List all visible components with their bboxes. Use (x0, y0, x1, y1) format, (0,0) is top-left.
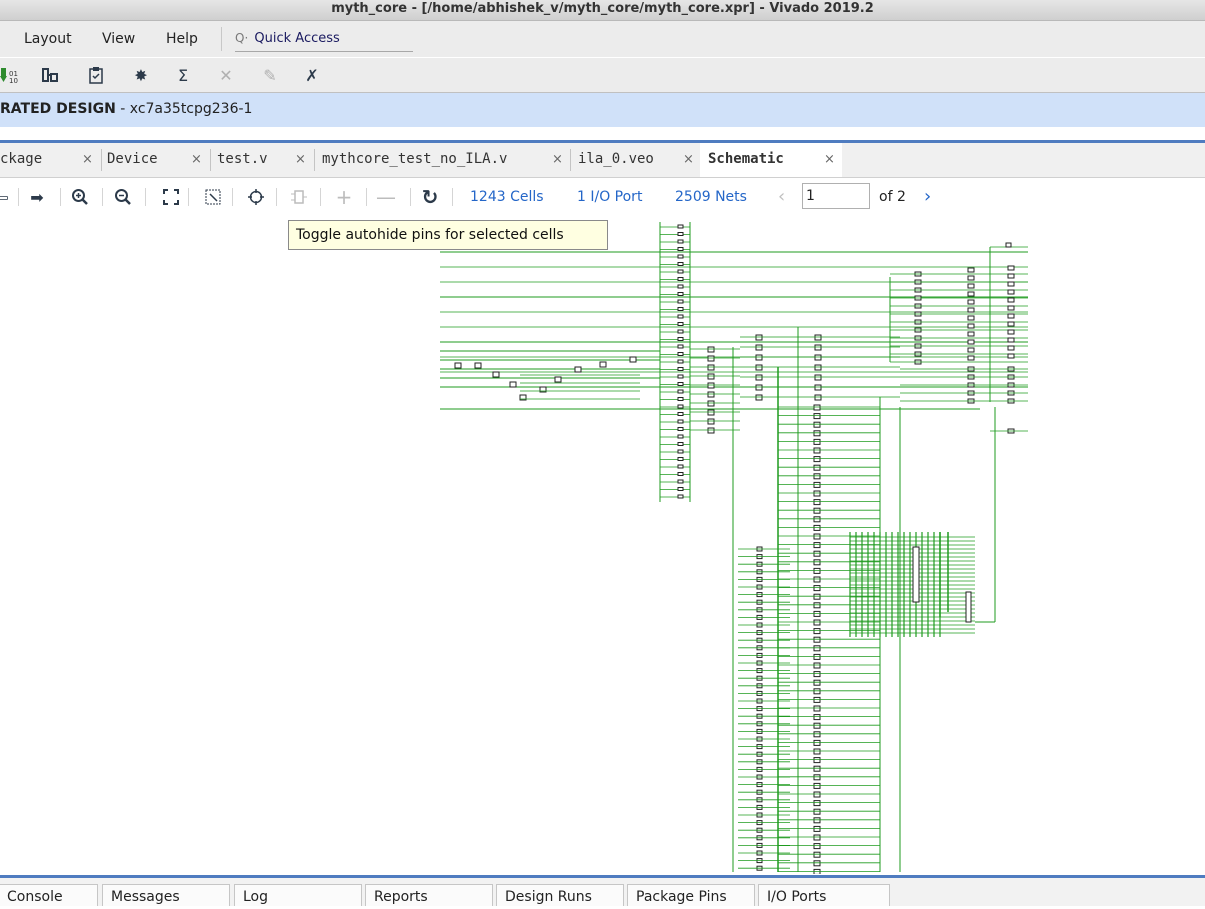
tab-design-runs[interactable]: Design Runs (496, 884, 624, 906)
tab-log[interactable]: Log (234, 884, 362, 906)
tab-console[interactable]: Console (0, 884, 98, 906)
close-icon[interactable]: × (295, 152, 306, 167)
toolbar-separator (232, 188, 233, 206)
tab-label: Schematic (708, 151, 784, 167)
tab-label: Device (107, 151, 158, 167)
panel-border (0, 140, 1205, 143)
tab-label: mythcore_test_no_ILA.v (322, 151, 508, 167)
tab-device[interactable]: Device × (107, 143, 207, 177)
refresh-icon[interactable]: ↻ (421, 185, 439, 209)
prev-page-icon[interactable]: ‹ (778, 186, 786, 207)
toolbar-separator (102, 188, 103, 206)
tab-io-ports[interactable]: I/O Ports (758, 884, 890, 906)
tab-test-v[interactable]: test.v × (217, 143, 309, 177)
autohide-pins-icon[interactable] (289, 187, 309, 207)
next-page-icon[interactable]: › (924, 186, 932, 207)
tab-separator (314, 149, 315, 171)
close-icon[interactable]: × (82, 152, 93, 167)
tab-reports[interactable]: Reports (365, 884, 493, 906)
back-arrow-icon[interactable]: ⇦ (0, 187, 9, 207)
tab-messages[interactable]: Messages (102, 884, 230, 906)
toolbar-separator (60, 188, 61, 206)
tab-separator (210, 149, 211, 171)
crosshair-icon[interactable] (246, 187, 266, 207)
cells-count-link[interactable]: 1243 Cells (470, 189, 544, 205)
quick-access-label: Quick Access (254, 31, 340, 46)
tab-schematic[interactable]: Schematic × (700, 143, 842, 177)
menu-separator (221, 27, 222, 51)
tool-icon[interactable]: ✗ (305, 65, 319, 85)
menu-bar: Layout View Help Q· Quick Access (0, 21, 1205, 57)
tab-package-pins[interactable]: Package Pins (627, 884, 755, 906)
design-part: - xc7a35tcpg236-1 (115, 101, 253, 117)
zoom-selection-icon[interactable] (203, 187, 223, 207)
toolbar-separator (366, 188, 367, 206)
toolbar-separator (18, 188, 19, 206)
clipboard-icon[interactable] (87, 66, 105, 84)
tab-separator (570, 149, 571, 171)
close-icon[interactable]: × (683, 152, 694, 167)
close-icon[interactable]: × (191, 152, 202, 167)
cross-disabled-icon: ✕ (219, 65, 233, 85)
toolbar-separator (452, 188, 453, 206)
toolbar-separator (410, 188, 411, 206)
toolbar-separator (145, 188, 146, 206)
gear-icon[interactable]: ✸ (134, 65, 148, 85)
menu-layout[interactable]: Layout (24, 31, 72, 47)
design-banner: RATED DESIGN - xc7a35tcpg236-1 (0, 93, 1205, 127)
tab-package[interactable]: ckage × (0, 143, 96, 177)
page-number-input[interactable]: 1 (802, 183, 870, 209)
pencil-disabled-icon: ✎ (263, 65, 277, 85)
design-type-label: RATED DESIGN (0, 101, 116, 117)
fit-view-icon[interactable] (161, 187, 181, 207)
tab-label: ila_0.veo (578, 151, 654, 167)
page-total-label: of 2 (879, 189, 906, 205)
svg-text:01: 01 (9, 70, 18, 78)
menu-view[interactable]: View (102, 31, 136, 47)
search-icon: Q· (235, 31, 249, 45)
bottom-panel-border (0, 875, 1205, 878)
forward-arrow-icon[interactable]: ➡ (30, 187, 44, 207)
minus-icon[interactable]: — (376, 185, 396, 209)
menu-help[interactable]: Help (166, 31, 198, 47)
tab-separator (101, 149, 102, 171)
close-icon[interactable]: × (824, 152, 835, 167)
schematic-toolbar: ⇦ ➡ + — ↻ 1243 Cells 1 I/O Port 2509 Net… (0, 178, 1205, 216)
toolbar-separator (320, 188, 321, 206)
bottom-panel-tabs: Console Messages Log Reports Design Runs… (0, 878, 1205, 906)
schematic-drawing[interactable] (0, 217, 1205, 874)
zoom-in-icon[interactable] (70, 187, 90, 207)
tab-ila-veo[interactable]: ila_0.veo × (578, 143, 698, 177)
tab-mythcore-test[interactable]: mythcore_test_no_ILA.v × (322, 143, 567, 177)
io-ports-link[interactable]: 1 I/O Port (577, 189, 643, 205)
tab-label: test.v (217, 151, 268, 167)
close-icon[interactable]: × (552, 152, 563, 167)
zoom-out-icon[interactable] (113, 187, 133, 207)
toolbar-separator (188, 188, 189, 206)
schematic-canvas[interactable] (0, 217, 1205, 874)
svg-text:10: 10 (9, 77, 18, 84)
editor-tabs: ckage × Device × test.v × mythcore_test_… (0, 143, 1205, 178)
toolbar-separator (276, 188, 277, 206)
plus-icon[interactable]: + (335, 185, 353, 209)
window-title: myth_core - [/home/abhishek_v/myth_core/… (0, 0, 1205, 21)
quick-access-field[interactable]: Q· Quick Access (235, 27, 413, 52)
tooltip: Toggle autohide pins for selected cells (288, 220, 608, 250)
nets-count-link[interactable]: 2509 Nets (675, 189, 747, 205)
tab-label: ckage (0, 151, 43, 167)
layout-icon[interactable] (41, 66, 59, 84)
sigma-icon[interactable]: Σ (177, 65, 189, 85)
